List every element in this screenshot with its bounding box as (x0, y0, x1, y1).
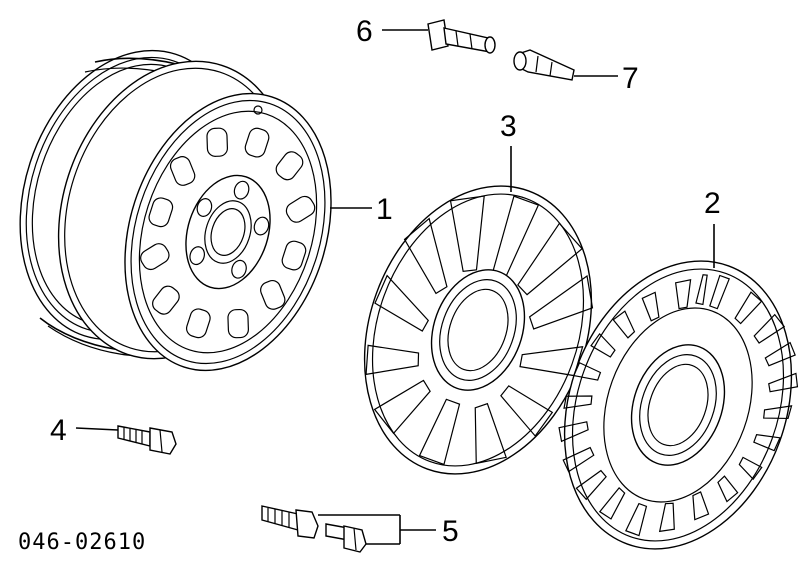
lug-bolt-set (261, 505, 367, 553)
callout-labels: 1 2 3 4 5 6 7 (50, 15, 721, 548)
callout-7: 7 (622, 62, 639, 95)
valve-stem (427, 19, 496, 54)
callout-5: 5 (442, 515, 459, 548)
leader-lines (75, 29, 715, 545)
steel-wheel (19, 49, 332, 372)
leader-5 (318, 514, 436, 545)
callout-1: 1 (376, 193, 393, 226)
leader-4 (75, 427, 119, 431)
wheel-bolt (117, 425, 177, 455)
callout-6: 6 (356, 15, 373, 48)
wheel-cover-spoke (363, 185, 594, 475)
callout-4: 4 (50, 414, 67, 447)
callout-2: 2 (704, 187, 721, 220)
valve-cap (513, 49, 575, 81)
diagram-code: 046-02610 (18, 530, 146, 555)
wheel-cover-slotted (558, 260, 799, 550)
callout-3: 3 (500, 110, 517, 143)
